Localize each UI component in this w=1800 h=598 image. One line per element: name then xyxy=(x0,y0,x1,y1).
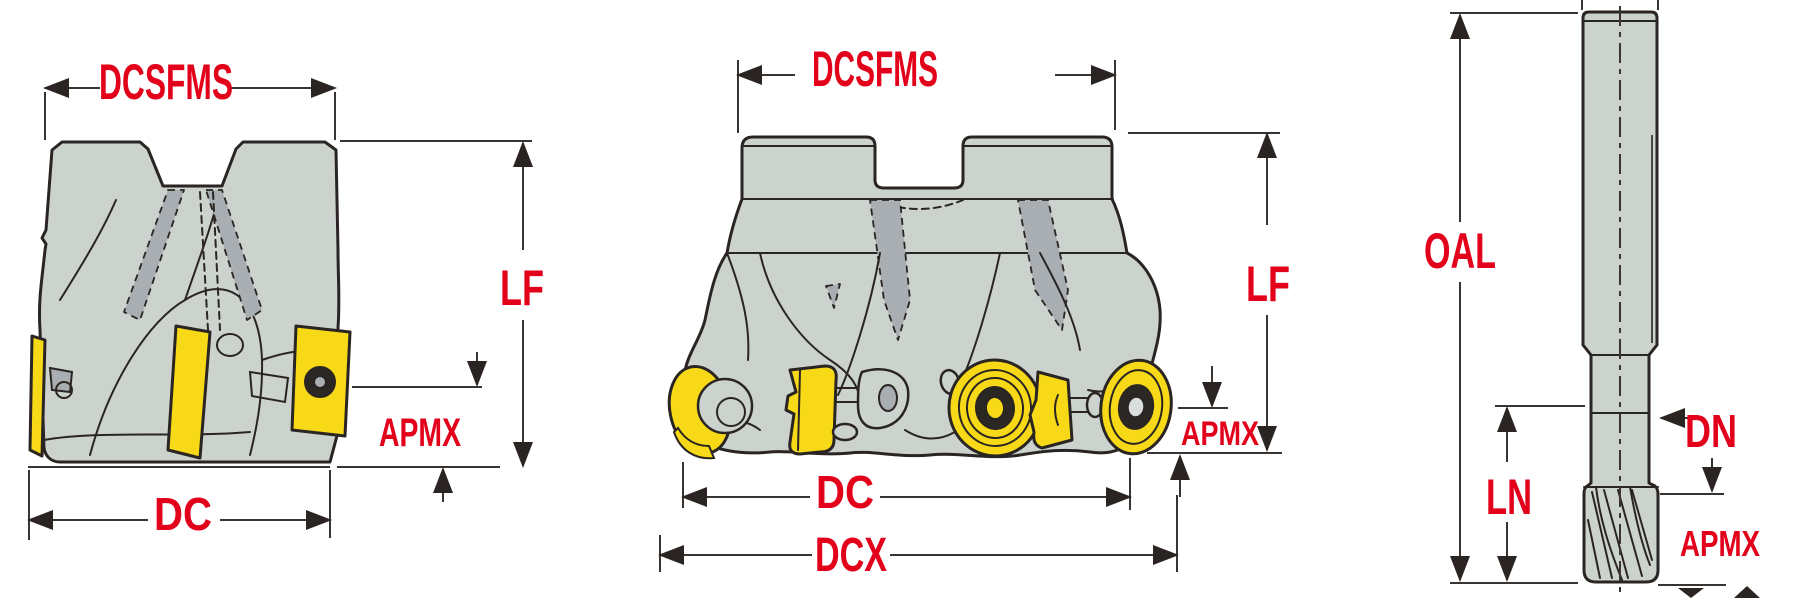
round-insert-center xyxy=(947,358,1043,458)
dim-dcx-2: DCX xyxy=(658,495,1179,582)
dim-lf-1: LF xyxy=(340,140,544,468)
label-dc-2: DC xyxy=(816,466,874,518)
shank-extension-ticks xyxy=(1581,0,1659,10)
dim-dc-2: DC xyxy=(681,458,1132,518)
label-dcsfms-1: DCSFMS xyxy=(99,54,233,110)
label-apmx-3: APMX xyxy=(1680,523,1760,564)
dim-apmx-1: APMX xyxy=(352,352,487,502)
label-dc-1: DC xyxy=(154,488,212,540)
dim-dcsfms-1: DCSFMS xyxy=(43,54,337,140)
label-apmx-2: APMX xyxy=(1181,415,1259,453)
label-ln-3: LN xyxy=(1486,469,1532,525)
apmx-arrow-clipped-left xyxy=(1678,588,1704,598)
label-lf-2: LF xyxy=(1246,256,1290,312)
view-end-mill-side: OAL LN DN APMX xyxy=(1424,0,1760,598)
mill-body-front xyxy=(37,140,341,464)
wiper-insert xyxy=(166,324,212,460)
label-apmx-1: APMX xyxy=(379,411,461,455)
pocket-details xyxy=(48,333,290,404)
coolant-slots xyxy=(123,189,263,331)
cartridge-left xyxy=(831,368,910,442)
view-round-insert-mill: DCSFMS LF APMX DC xyxy=(658,41,1290,582)
clamp-right xyxy=(1028,370,1105,450)
coolant-slots-2 xyxy=(825,199,1069,341)
dim-lf-2: LF xyxy=(1128,132,1290,454)
label-lf-1: LF xyxy=(500,260,544,316)
round-insert-right xyxy=(1099,358,1173,456)
dim-ln-3: LN xyxy=(1486,405,1585,582)
round-insert-left xyxy=(667,365,754,460)
right-corner-insert xyxy=(290,324,352,438)
dim-dn-3: DN xyxy=(1659,405,1737,495)
dim-apmx-2: APMX xyxy=(1170,366,1259,497)
left-edge-insert xyxy=(28,334,47,458)
view-square-shoulder-mill: DCSFMS LF APMX DC xyxy=(27,54,544,540)
label-oal-3: OAL xyxy=(1424,223,1496,279)
wedge-clamp xyxy=(784,364,838,456)
dim-dc-1: DC xyxy=(27,470,332,540)
apmx-arrow-clipped-right xyxy=(1734,586,1760,598)
dim-apmx-3: APMX xyxy=(1658,523,1760,598)
label-dn-3: DN xyxy=(1685,405,1737,457)
dim-dcsfms-2: DCSFMS xyxy=(736,41,1117,133)
label-dcx-2: DCX xyxy=(815,529,887,582)
flute-hatch xyxy=(1587,486,1653,581)
dim-oal-3: OAL xyxy=(1424,12,1578,584)
label-dcsfms-2: DCSFMS xyxy=(812,41,938,97)
